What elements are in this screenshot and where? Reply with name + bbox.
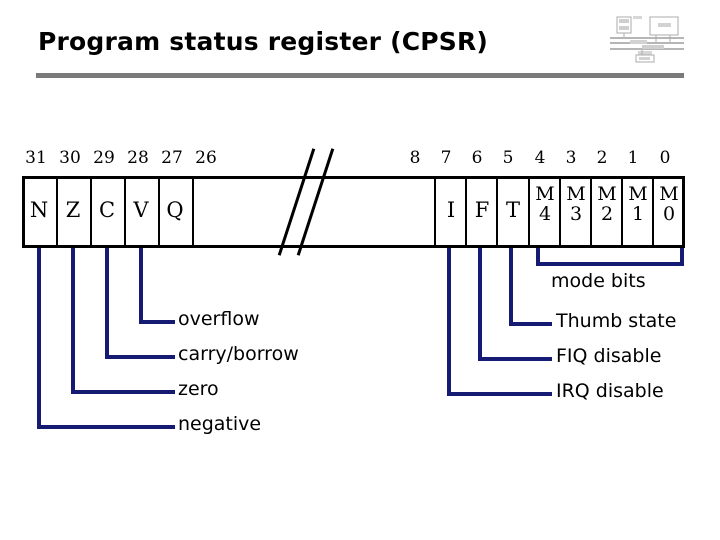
block-diagram-thumbnail-icon [608, 12, 688, 64]
cell-divider-31-30 [56, 178, 58, 246]
cell-label-M0: M 0 [652, 184, 686, 224]
bit-number-2: 2 [596, 148, 608, 168]
callout-carry-borrow: carry/borrow [178, 343, 299, 365]
connector-vline-carry [105, 248, 109, 359]
connector-hline-overflow [139, 320, 175, 324]
cell-label-Q: Q [166, 198, 184, 222]
cell-divider-30-29 [90, 178, 92, 246]
bit-number-5: 5 [502, 148, 514, 168]
cell-label-M3: M 3 [559, 184, 593, 224]
cell-label-C: C [98, 198, 116, 222]
connector-vline-overflow [139, 248, 143, 324]
callout-fiq-disable: FIQ disable [556, 345, 662, 367]
cell-divider-5-4 [528, 178, 530, 246]
bit-number-6: 6 [471, 148, 483, 168]
cell-label-M0-bottom: 0 [662, 203, 676, 225]
cell-label-M0-top: M [659, 183, 679, 205]
connector-hline-carry [105, 355, 175, 359]
cell-label-I: I [446, 198, 456, 222]
bit-number-28: 28 [127, 148, 149, 168]
connector-vline-negative [37, 248, 41, 429]
cell-label-M2-top: M [597, 183, 617, 205]
cell-label-M1-bottom: 1 [631, 203, 645, 225]
cell-divider-8-7 [434, 178, 436, 246]
bit-number-7: 7 [440, 148, 452, 168]
cell-divider-2-1 [621, 178, 623, 246]
cell-label-M3-top: M [566, 183, 586, 205]
bit-number-27: 27 [161, 148, 183, 168]
cell-label-M4-top: M [535, 183, 555, 205]
cell-label-V: V [133, 198, 149, 222]
cell-label-M4: M 4 [528, 184, 562, 224]
connector-vline-thumb [509, 248, 513, 326]
callout-mode-bits: mode bits [551, 270, 646, 292]
connector-vline-fiq [478, 248, 482, 361]
bit-number-30: 30 [59, 148, 81, 168]
callout-thumb-state: Thumb state [556, 310, 677, 332]
connector-bracket-mode-bits [536, 262, 684, 266]
cell-label-M1: M 1 [621, 184, 655, 224]
cell-label-M4-bottom: 4 [538, 203, 552, 225]
cell-divider-3-2 [590, 178, 592, 246]
connector-hline-irq [447, 392, 552, 396]
cell-divider-27-26 [192, 178, 194, 246]
bit-number-4: 4 [534, 148, 546, 168]
bit-number-31: 31 [25, 148, 47, 168]
title-divider [36, 73, 684, 78]
cell-label-N: N [29, 198, 49, 222]
cell-label-M2-bottom: 2 [600, 203, 614, 225]
bit-number-1: 1 [627, 148, 639, 168]
bit-number-29: 29 [93, 148, 115, 168]
cell-label-F: F [474, 198, 490, 222]
cell-divider-4-3 [559, 178, 561, 246]
page-title: Program status register (CPSR) [38, 27, 489, 56]
connector-bracket-left-mode-bits [536, 248, 540, 266]
connector-hline-fiq [478, 357, 552, 361]
cell-divider-7-6 [465, 178, 467, 246]
cell-divider-6-5 [496, 178, 498, 246]
cell-label-M2: M 2 [590, 184, 624, 224]
bit-number-8: 8 [409, 148, 421, 168]
connector-hline-thumb [509, 322, 552, 326]
cell-divider-29-28 [124, 178, 126, 246]
register-box-left [22, 176, 290, 248]
bit-number-0: 0 [659, 148, 671, 168]
cell-label-M1-top: M [628, 183, 648, 205]
cell-divider-28-27 [158, 178, 160, 246]
callout-irq-disable: IRQ disable [556, 380, 664, 402]
bit-number-26: 26 [195, 148, 217, 168]
connector-vline-irq [447, 248, 451, 396]
connector-hline-negative [37, 425, 175, 429]
cell-divider-1-0 [652, 178, 654, 246]
callout-zero: zero [178, 378, 219, 400]
bit-number-3: 3 [565, 148, 577, 168]
cell-label-T: T [505, 198, 520, 222]
connector-vline-zero [71, 248, 75, 394]
callout-overflow: overflow [178, 308, 260, 330]
connector-hline-zero [71, 390, 175, 394]
cell-label-Z: Z [65, 198, 81, 222]
cell-label-M3-bottom: 3 [569, 203, 583, 225]
callout-negative: negative [178, 413, 262, 435]
connector-bracket-right-mode-bits [680, 248, 684, 266]
register-box-right [290, 176, 685, 248]
